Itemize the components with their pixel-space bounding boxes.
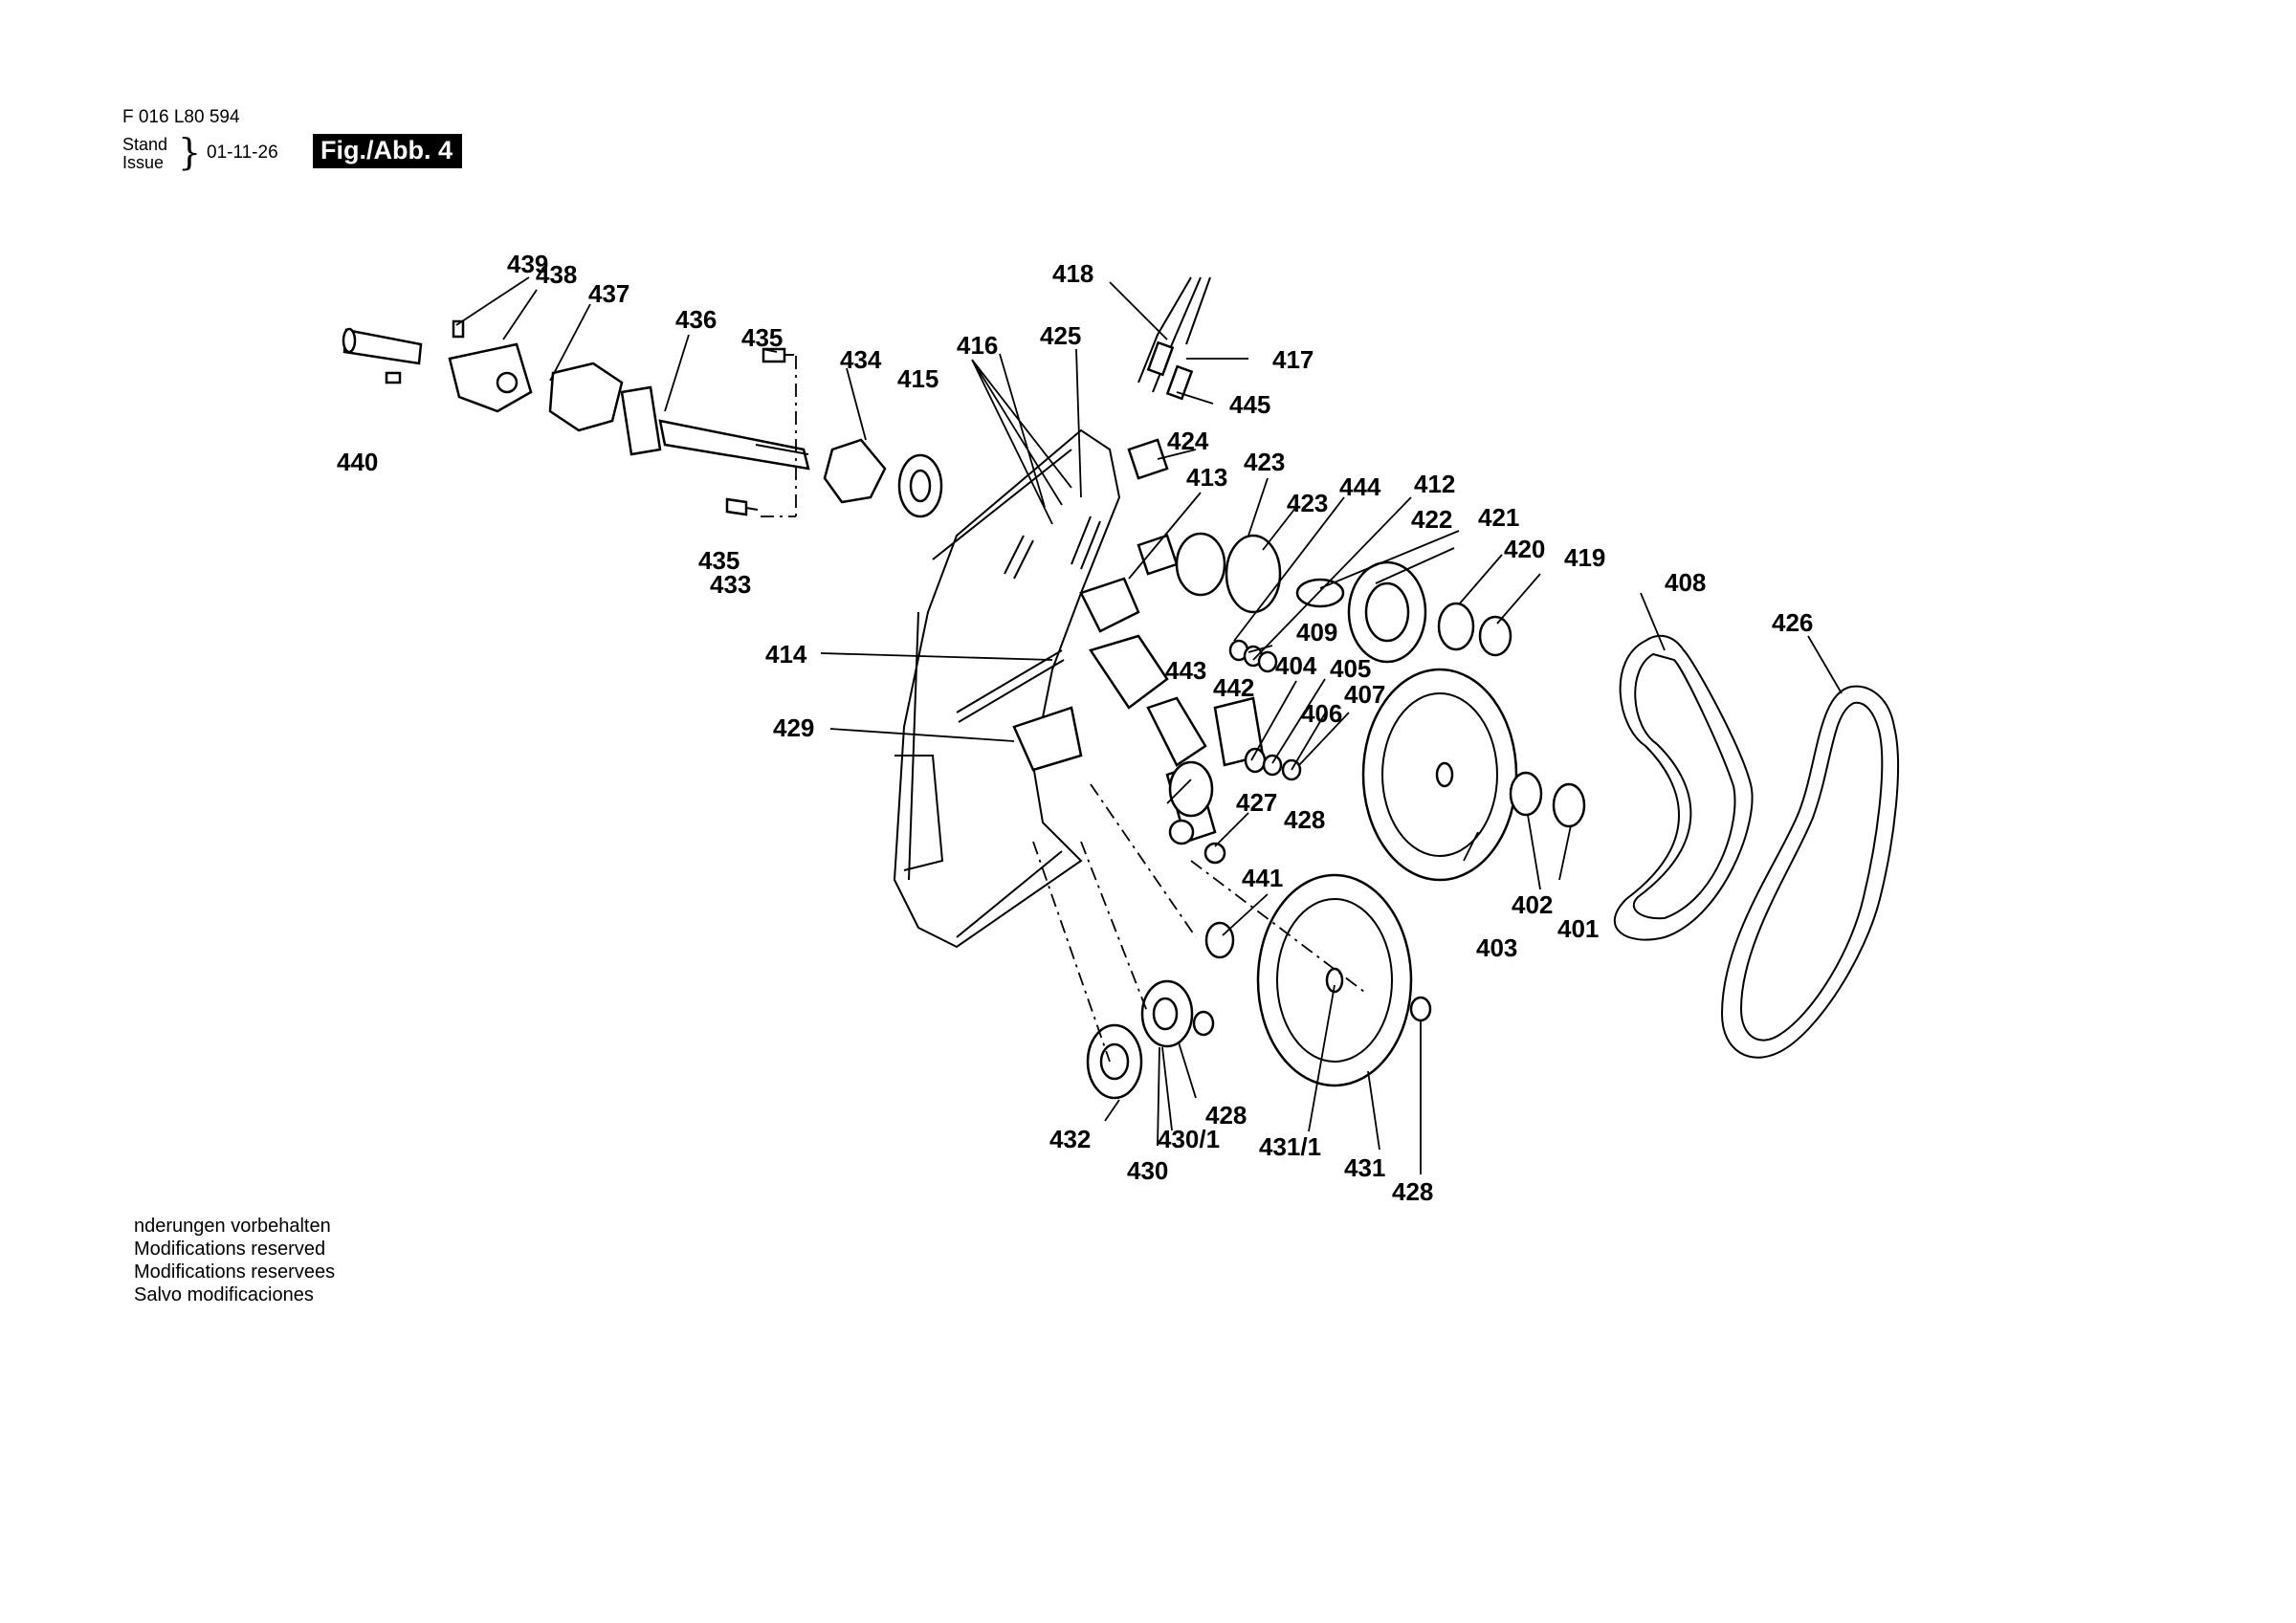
part-label: 412	[1414, 470, 1455, 498]
note-english: Modifications reserved	[134, 1239, 326, 1260]
brace-icon: }	[178, 131, 202, 173]
part-label: 430	[1127, 1156, 1168, 1185]
small-pulleys	[1168, 532, 1512, 865]
part-label: 419	[1564, 543, 1605, 572]
part-label: 416	[957, 331, 998, 360]
part-label: 405	[1330, 654, 1371, 683]
part-label: 435	[698, 546, 740, 575]
part-label: 421	[1478, 503, 1519, 532]
part-label: 420	[1504, 535, 1545, 563]
part-label: 422	[1411, 505, 1452, 534]
large-pulleys	[1032, 668, 1586, 1100]
note-german: nderungen vorbehalten	[134, 1216, 331, 1237]
part-label: 431/1	[1259, 1132, 1321, 1161]
part-label: 403	[1476, 933, 1517, 962]
part-label: 434	[840, 345, 882, 374]
part-label: 441	[1242, 864, 1283, 892]
part-label: 427	[1236, 788, 1277, 817]
part-label: 432	[1049, 1125, 1091, 1153]
part-label: 404	[1275, 651, 1317, 680]
part-label: 445	[1229, 390, 1270, 419]
part-label: 444	[1339, 472, 1381, 501]
stand-label: Stand	[122, 135, 168, 154]
document-code: F 016 L80 594	[122, 107, 240, 127]
housing-plate	[893, 428, 1121, 949]
springs-and-levers	[956, 438, 1265, 845]
part-label: 430/1	[1158, 1125, 1220, 1153]
part-label: 426	[1772, 608, 1813, 637]
part-label: 442	[1213, 673, 1254, 702]
part-label: 438	[536, 260, 577, 289]
note-spanish: Salvo modificaciones	[134, 1284, 314, 1305]
part-label: 428	[1392, 1177, 1433, 1206]
part-label: 413	[1186, 463, 1227, 492]
part-label: 443	[1165, 656, 1206, 685]
part-label: 423	[1244, 448, 1285, 476]
part-label: 423	[1287, 489, 1328, 517]
control-cables	[1137, 276, 1211, 401]
modification-notes: nderungen vorbehalten Modifications rese…	[134, 1215, 335, 1306]
part-label: 428	[1284, 805, 1325, 834]
part-label: 424	[1167, 427, 1209, 455]
part-label: 408	[1665, 568, 1706, 597]
part-label: 435	[741, 323, 783, 352]
part-label: 429	[773, 713, 814, 742]
part-label: 428	[1205, 1101, 1247, 1130]
part-label: 431	[1344, 1153, 1385, 1182]
part-label: 436	[675, 305, 717, 334]
part-label: 401	[1557, 914, 1599, 943]
part-label: 425	[1040, 321, 1081, 350]
stand-issue-label: Stand Issue	[122, 136, 167, 172]
shaft-assembly	[342, 319, 943, 518]
part-label: 437	[588, 279, 629, 308]
part-label: 409	[1296, 618, 1337, 647]
part-label: 402	[1512, 890, 1553, 919]
part-label: 414	[765, 640, 807, 669]
drive-belts	[1613, 634, 1900, 1059]
part-label: 407	[1344, 680, 1385, 709]
issue-date: 01-11-26	[207, 143, 278, 163]
issue-label: Issue	[122, 153, 165, 172]
figure-label: Fig./Abb. 4	[313, 134, 462, 168]
part-label: 433	[710, 570, 751, 599]
part-label: 406	[1301, 699, 1342, 728]
part-label: 415	[897, 364, 938, 393]
part-label: 418	[1052, 259, 1093, 288]
part-number-labels: 439 438 437 436 435 434 416 425 418 417 …	[337, 250, 1813, 1206]
note-french: Modifications reservees	[134, 1261, 336, 1283]
leader-lines	[455, 276, 1843, 1174]
part-label: 439	[507, 250, 548, 278]
part-label: 417	[1272, 345, 1314, 374]
part-label: 440	[337, 448, 378, 476]
